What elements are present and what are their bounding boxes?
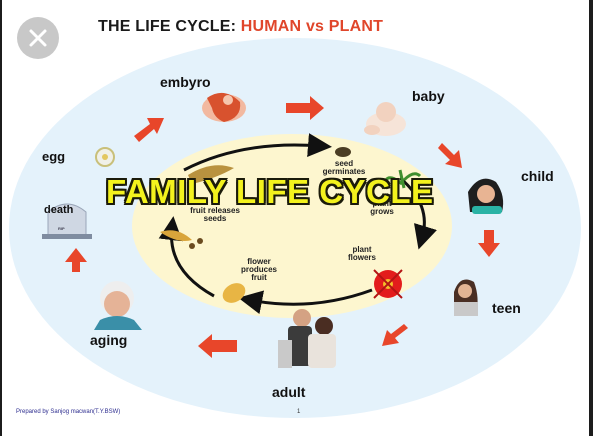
page-number: 1	[297, 409, 301, 415]
aging-image	[94, 281, 142, 330]
inner-cycle-background	[132, 134, 452, 318]
title-highlight: HUMAN vs PLANT	[240, 18, 384, 35]
flower-image	[373, 269, 403, 299]
page-title: THE LIFE CYCLE: HUMAN vs PLANT	[98, 18, 383, 36]
plant-cycle-arrow-right	[399, 176, 437, 250]
plant-cycle-arrow-bottom	[238, 288, 373, 315]
plant-sprout-image	[384, 169, 422, 189]
plant-label-flower-produces-fruit: flower produces fruit	[240, 257, 277, 282]
stage-label-baby: baby	[412, 88, 445, 104]
title-text: THE LIFE CYCLE:	[98, 18, 241, 35]
dried-pod-image	[188, 165, 234, 184]
human-arrow-adult-aging	[198, 334, 237, 358]
stage-label-adult: adult	[272, 384, 306, 400]
plant-label-fruit-releases-seeds: fruit releases seeds	[190, 206, 240, 223]
close-button[interactable]	[17, 17, 59, 59]
stage-label-teen: teen	[492, 300, 521, 316]
stage-label-death: death	[44, 204, 74, 216]
human-arrow-baby-child	[438, 143, 462, 168]
stage-label-egg: egg	[42, 149, 66, 164]
adult-couple-image	[278, 309, 336, 368]
close-icon	[29, 29, 47, 47]
fruit-image	[222, 283, 246, 303]
stage-label-aging: aging	[90, 332, 128, 348]
plant-cycle-arrow-top	[183, 133, 332, 172]
stage-label-embyro: embyro	[160, 74, 211, 90]
stage-label-child: child	[521, 168, 554, 184]
human-arrow-embyro-baby	[286, 96, 324, 120]
embryo-image	[202, 92, 246, 122]
overlay-title: FAMILY LIFE CYCLE	[106, 173, 434, 210]
plant-label-plant-grows: plant grows	[370, 199, 394, 216]
egg-image	[95, 147, 115, 167]
seed-image	[335, 147, 351, 157]
plant-label-seed-germinates: seed germinates	[322, 159, 366, 176]
child-image	[468, 178, 504, 214]
human-arrow-egg-embyro	[134, 118, 164, 142]
tombstone-text: RIP	[58, 226, 65, 231]
seeds-released-image	[160, 230, 203, 249]
plant-label-plant-flowers: plant flowers	[347, 245, 376, 262]
human-arrow-aging-death	[65, 248, 87, 272]
teen-image	[454, 279, 478, 316]
human-arrow-teen-adult	[382, 324, 408, 346]
tombstone-image	[42, 203, 92, 239]
human-arrow-child-teen	[478, 230, 500, 257]
footer-credit: Prepared by Sanjog macwan(T.Y.BSW)	[16, 409, 121, 415]
baby-image	[364, 102, 406, 136]
